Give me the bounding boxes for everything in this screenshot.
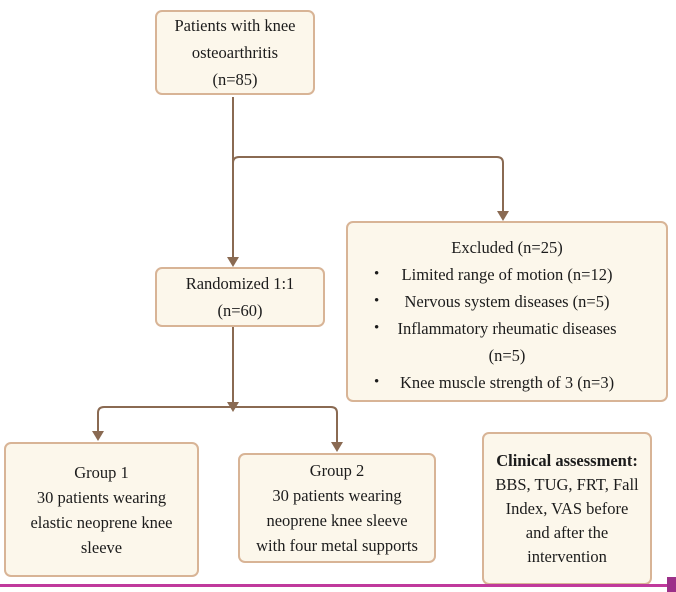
arrowhead-to-randomized <box>227 257 239 267</box>
patients-box-line: Patients with knee <box>174 16 296 35</box>
excluded-item-text: (n=5) <box>488 346 526 365</box>
patients-box-line: (n=85) <box>212 70 258 89</box>
excluded-item: • Nervous system diseases (n=5) <box>348 288 666 315</box>
patients-box: Patients with knee osteoarthritis (n=85) <box>155 10 315 95</box>
arrowhead-to-group2 <box>331 442 343 452</box>
arrowhead-to-excluded <box>497 211 509 221</box>
excluded-item-text: Inflammatory rheumatic diseases <box>397 319 617 338</box>
group1-box: Group 1 30 patients wearing elastic neop… <box>4 442 199 577</box>
arrowhead-to-group1 <box>92 431 104 441</box>
excluded-item-text: Limited range of motion (n=12) <box>401 265 613 284</box>
clinical-box-title: Clinical assessment: <box>496 450 638 470</box>
group1-box-line: 30 patients wearing <box>36 487 167 507</box>
bullet-icon: • <box>374 374 380 390</box>
randomized-box-line: (n=60) <box>217 301 263 320</box>
group2-box-line: neoprene knee sleeve <box>266 511 408 530</box>
excluded-item: • Limited range of motion (n=12) <box>348 261 666 288</box>
bullet-icon: • <box>374 266 380 282</box>
group1-box-line: elastic neoprene knee <box>30 512 173 532</box>
clinical-box-line: intervention <box>527 546 607 566</box>
group2-box-line: Group 2 <box>309 461 365 480</box>
patients-box-line: osteoarthritis <box>191 43 279 62</box>
clinical-box-line: BBS, TUG, FRT, Fall <box>495 474 639 494</box>
clinical-assessment-box: Clinical assessment: BBS, TUG, FRT, Fall… <box>482 432 652 585</box>
excluded-item: • Inflammatory rheumatic diseases (n=5) <box>348 315 666 369</box>
excluded-box: Excluded (n=25) • Limited range of motio… <box>346 221 668 402</box>
excluded-box-title: Excluded (n=25) <box>451 238 563 257</box>
arrowhead-to-split <box>227 402 239 412</box>
randomized-box-line: Randomized 1:1 <box>185 274 295 293</box>
group2-box: Group 2 30 patients wearing neoprene kne… <box>238 453 436 563</box>
clinical-box-line: Index, VAS before <box>505 498 629 518</box>
clinical-box-line: and after the <box>525 522 609 542</box>
group2-box-line: with four metal supports <box>256 536 418 555</box>
excluded-item: • Knee muscle strength of 3 (n=3) <box>348 369 666 396</box>
connector-branch-to-excluded <box>232 156 504 213</box>
window-bottom-corner-handle <box>667 577 676 592</box>
group1-box-line: Group 1 <box>74 462 129 482</box>
window-bottom-border <box>0 584 676 587</box>
excluded-item-text: Knee muscle strength of 3 (n=3) <box>399 373 615 392</box>
randomized-box: Randomized 1:1 (n=60) <box>155 267 325 327</box>
bullet-icon: • <box>374 293 380 309</box>
connector-split-bar <box>97 406 338 444</box>
group2-box-line: 30 patients wearing <box>272 486 402 505</box>
excluded-item-text: Nervous system diseases (n=5) <box>404 292 610 311</box>
bullet-icon: • <box>374 320 380 336</box>
group1-box-line: sleeve <box>80 537 123 557</box>
